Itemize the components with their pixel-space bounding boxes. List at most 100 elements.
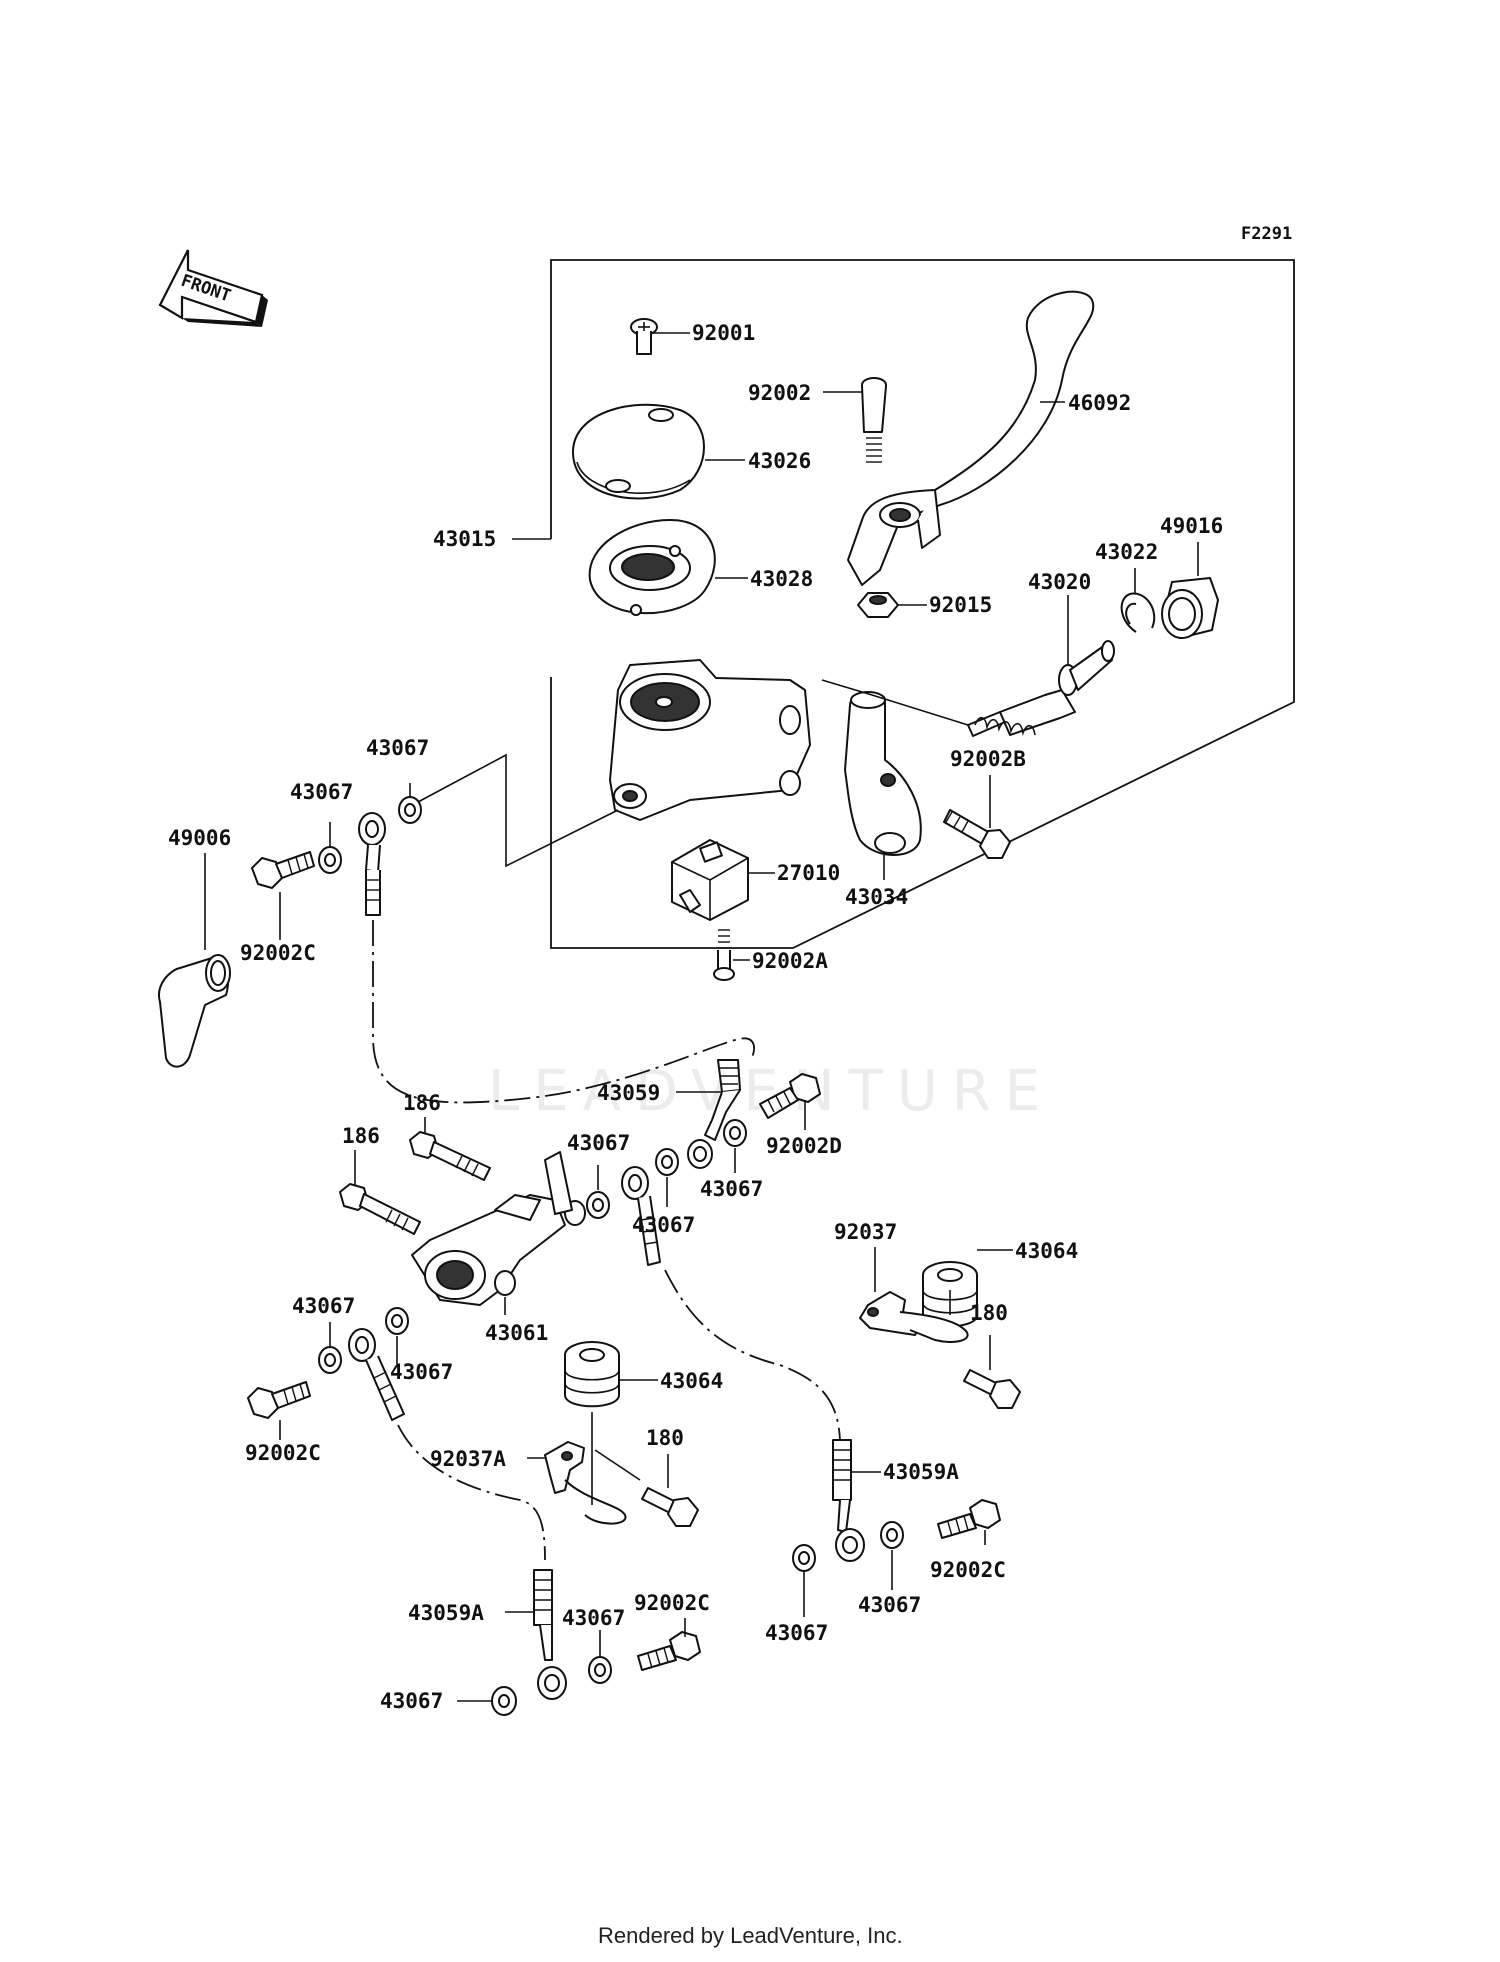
watermark: LEADVENTURE (488, 1059, 1054, 1124)
joint-43061 (411, 1151, 586, 1306)
circlip-43022 (1120, 592, 1156, 633)
washer-43067-a (318, 846, 342, 874)
bracket-92037A (544, 1412, 641, 1525)
part-label: 186 (403, 1091, 441, 1115)
part-label: 92002C (634, 1591, 710, 1615)
bolt-180-lower (641, 1487, 699, 1527)
brake-hose-right (664, 1269, 841, 1441)
clamp-43034 (844, 691, 922, 856)
bolt-92002C-lower (637, 1631, 701, 1671)
leader-lines (204, 332, 1199, 1702)
part-label: 43067 (380, 1689, 443, 1713)
part-label: 43059A (883, 1460, 959, 1484)
part-label: 43026 (748, 449, 811, 473)
brake-hose-upper (372, 920, 755, 1104)
hose-43059 (687, 1059, 741, 1169)
part-label: 43059A (408, 1601, 484, 1625)
part-label: 186 (342, 1124, 380, 1148)
assembly-frame (550, 259, 1295, 949)
bolt-92002C-left (247, 1381, 311, 1419)
part-label: 43067 (390, 1360, 453, 1384)
part-label: 43015 (433, 527, 496, 551)
master-cylinder-43015 (609, 659, 811, 821)
part-label: 92001 (692, 321, 755, 345)
part-label: 43067 (858, 1593, 921, 1617)
bolt-186-a (409, 1131, 491, 1181)
part-label: 43067 (567, 1131, 630, 1155)
bolt-180-right (963, 1369, 1021, 1409)
part-label: 92002 (748, 381, 811, 405)
washer-43067-d (655, 1148, 679, 1176)
screw-92001 (630, 318, 658, 355)
part-label: 43064 (1015, 1239, 1078, 1263)
screw-92002A (713, 929, 735, 981)
part-label: 92002A (752, 949, 828, 973)
part-label: 43020 (1028, 570, 1091, 594)
bracket-92037 (859, 1290, 969, 1343)
part-label: 43067 (700, 1177, 763, 1201)
nut-92015 (857, 592, 899, 618)
washer-43067-f (385, 1307, 409, 1335)
part-label: 49006 (168, 826, 231, 850)
part-label: 180 (646, 1426, 684, 1450)
part-label: 43067 (765, 1621, 828, 1645)
part-label: 92002D (766, 1134, 842, 1158)
brake-hose-left (397, 1424, 546, 1561)
washer-43067-g (318, 1346, 342, 1374)
cap-43026 (572, 403, 705, 500)
figure-code: F2291 (1241, 224, 1292, 244)
washer-43067-c (723, 1119, 747, 1147)
banjo-fitting-mid (621, 1166, 661, 1266)
part-label: 43067 (366, 736, 429, 760)
washer-43067-j (792, 1544, 816, 1572)
part-label: 43067 (292, 1294, 355, 1318)
part-label: 92015 (929, 593, 992, 617)
part-labels: 92001 92002 46092 43026 43015 43028 9201… (168, 321, 1223, 1713)
part-label: 46092 (1068, 391, 1131, 415)
footer-credit: Rendered by LeadVenture, Inc. (598, 1923, 903, 1948)
bolt-92002D (759, 1073, 821, 1119)
banjo-fitting-upper (358, 812, 386, 916)
hose-43059A-right (832, 1439, 865, 1562)
washer-43067-h (588, 1656, 612, 1684)
washer-43067-i (491, 1686, 517, 1716)
part-label: 43061 (485, 1321, 548, 1345)
pivot-bolt-92002 (861, 377, 887, 463)
part-label: 43067 (290, 780, 353, 804)
front-arrow-icon: FRONT (158, 249, 268, 327)
part-label: 92002C (245, 1441, 321, 1465)
part-label: 43022 (1095, 540, 1158, 564)
part-label: 92037 (834, 1220, 897, 1244)
part-label: 92002B (950, 747, 1026, 771)
part-label: 43028 (750, 567, 813, 591)
banjo-fitting-lower (348, 1328, 405, 1421)
switch-27010 (671, 839, 749, 921)
part-label: 43064 (660, 1369, 723, 1393)
cover-49006 (158, 954, 231, 1068)
part-label: 43067 (632, 1213, 695, 1237)
part-label: 92037A (430, 1447, 506, 1471)
lever-46092 (847, 290, 1095, 586)
frame-link-upper (417, 753, 619, 868)
part-label: 43067 (562, 1606, 625, 1630)
washer-43067-b (398, 796, 422, 824)
washer-43067-e (586, 1191, 610, 1219)
boot-49016 (1161, 577, 1219, 639)
hose-43059A-left (533, 1569, 567, 1700)
grommet-43064-lower (564, 1341, 620, 1408)
part-label: 27010 (777, 861, 840, 885)
part-label: 180 (970, 1301, 1008, 1325)
washer-43067-k (880, 1521, 904, 1549)
part-label: 43034 (845, 885, 908, 909)
bolt-92002C-lower-right (937, 1499, 1001, 1539)
bolt-92002B (943, 809, 1011, 859)
bolt-186-b (339, 1183, 421, 1235)
bolt-92002C-upper (251, 851, 315, 889)
part-label: 49016 (1160, 514, 1223, 538)
diaphragm-43028 (588, 519, 716, 616)
part-label: 92002C (930, 1558, 1006, 1582)
spring (974, 716, 1036, 736)
frame-link-right (821, 679, 969, 726)
part-label: 43059 (597, 1081, 660, 1105)
